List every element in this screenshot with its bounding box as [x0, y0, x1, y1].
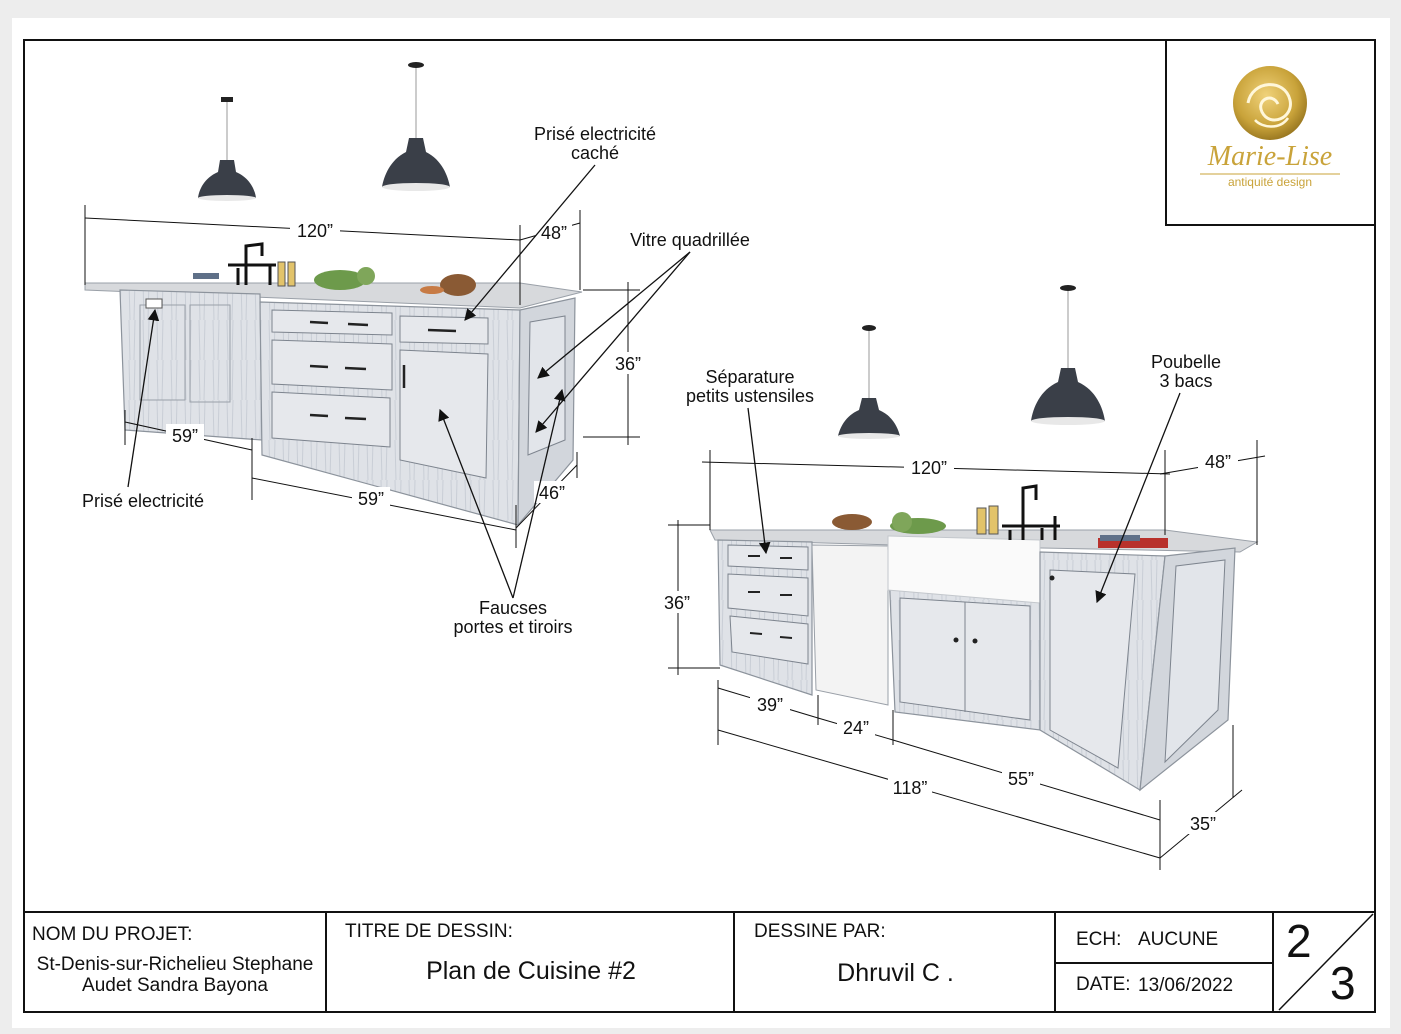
dim-bottom-total: 118”: [893, 778, 928, 798]
dim-bg: [166, 424, 204, 446]
note-fake-fronts-line2: portes et tiroirs: [453, 617, 572, 637]
dim-bg: [536, 222, 572, 242]
logo-emblem: [1233, 66, 1307, 140]
logo-wordmark: Marie-Lise: [1207, 141, 1332, 172]
logo-tagline: antiquité design: [1228, 175, 1312, 189]
note-outlet: Prisé electricité: [82, 491, 204, 511]
dim-top-front-left: 59”: [172, 426, 198, 446]
pendant-light-4: [1031, 285, 1105, 425]
note-separator-line1: Séparature: [705, 367, 794, 387]
pendant-light-2: [382, 62, 450, 191]
pendant-light-3: [838, 325, 900, 439]
dim-bottom-height: 36”: [664, 593, 690, 613]
dim-bg: [611, 352, 645, 374]
project-label: NOM DU PROJET:: [32, 924, 193, 945]
drawn-by-label: DESSINE PAR:: [754, 921, 886, 942]
dim-bg: [658, 591, 696, 613]
note-trash-line1: Poubelle: [1151, 352, 1221, 372]
note-hidden-outlet-line1: Prisé electricité: [534, 124, 656, 144]
date-value: 13/06/2022: [1138, 975, 1234, 996]
title-block: [24, 911, 1375, 1012]
dim-top-side: 46”: [539, 483, 565, 503]
sheet-border: [23, 39, 1376, 1013]
dim-bottom-drawers: 39”: [757, 695, 783, 715]
dim-bg: [837, 716, 875, 738]
drawn-by: Dhruvil C .: [837, 959, 954, 987]
dim-bg: [290, 219, 340, 241]
note-hidden-outlet-line2: caché: [571, 143, 619, 163]
dim-bg: [904, 456, 954, 478]
project-name-line1: St-Denis-sur-Richelieu Stephane: [36, 954, 314, 975]
dim-bg: [1002, 767, 1040, 789]
dim-bg: [888, 776, 932, 798]
dim-bottom-dishwasher: 24”: [843, 718, 869, 738]
pendant-light-1: [198, 97, 256, 201]
dim-bottom-length: 120”: [911, 458, 947, 478]
sheet-number: 2: [1286, 915, 1312, 967]
dim-bg: [750, 693, 790, 715]
note-fake-fronts-line1: Faucses: [479, 598, 547, 618]
dim-bottom-side: 35”: [1190, 814, 1216, 834]
dim-bg: [1184, 812, 1222, 834]
dim-top-depth: 48”: [541, 223, 567, 243]
project-name: St-Denis-sur-Richelieu Stephane Audet Sa…: [26, 954, 324, 996]
island-top-render: [84, 62, 583, 527]
island-bottom-render: [709, 285, 1259, 792]
note-glass-grid: Vitre quadrillée: [630, 230, 750, 250]
top-leader-lines: [127, 164, 691, 599]
note-separator-line2: petits ustensiles: [686, 386, 814, 406]
scale-value: AUCUNE: [1138, 929, 1219, 950]
dim-top-front-right: 59”: [358, 489, 384, 509]
dim-top-height: 36”: [615, 354, 641, 374]
logo-box: Marie-Lise antiquité design: [1165, 39, 1376, 226]
dim-bg: [1198, 451, 1238, 473]
sheet-total: 3: [1330, 957, 1356, 1009]
bottom-leader-lines: [747, 392, 1181, 604]
dim-top-length: 120”: [297, 221, 333, 241]
dim-bg: [352, 487, 390, 509]
project-name-line2: Audet Sandra Bayona: [82, 975, 268, 996]
note-trash-line2: 3 bacs: [1159, 371, 1212, 391]
date-label: DATE:: [1076, 974, 1131, 995]
dim-bottom-sink-section: 55”: [1008, 769, 1034, 789]
dim-bottom-depth: 48”: [1205, 452, 1231, 472]
drawing-title: Plan de Cuisine #2: [426, 957, 636, 985]
scale-label: ECH:: [1076, 929, 1122, 950]
dim-bg: [534, 481, 570, 503]
drawing-title-label: TITRE DE DESSIN:: [345, 921, 513, 942]
